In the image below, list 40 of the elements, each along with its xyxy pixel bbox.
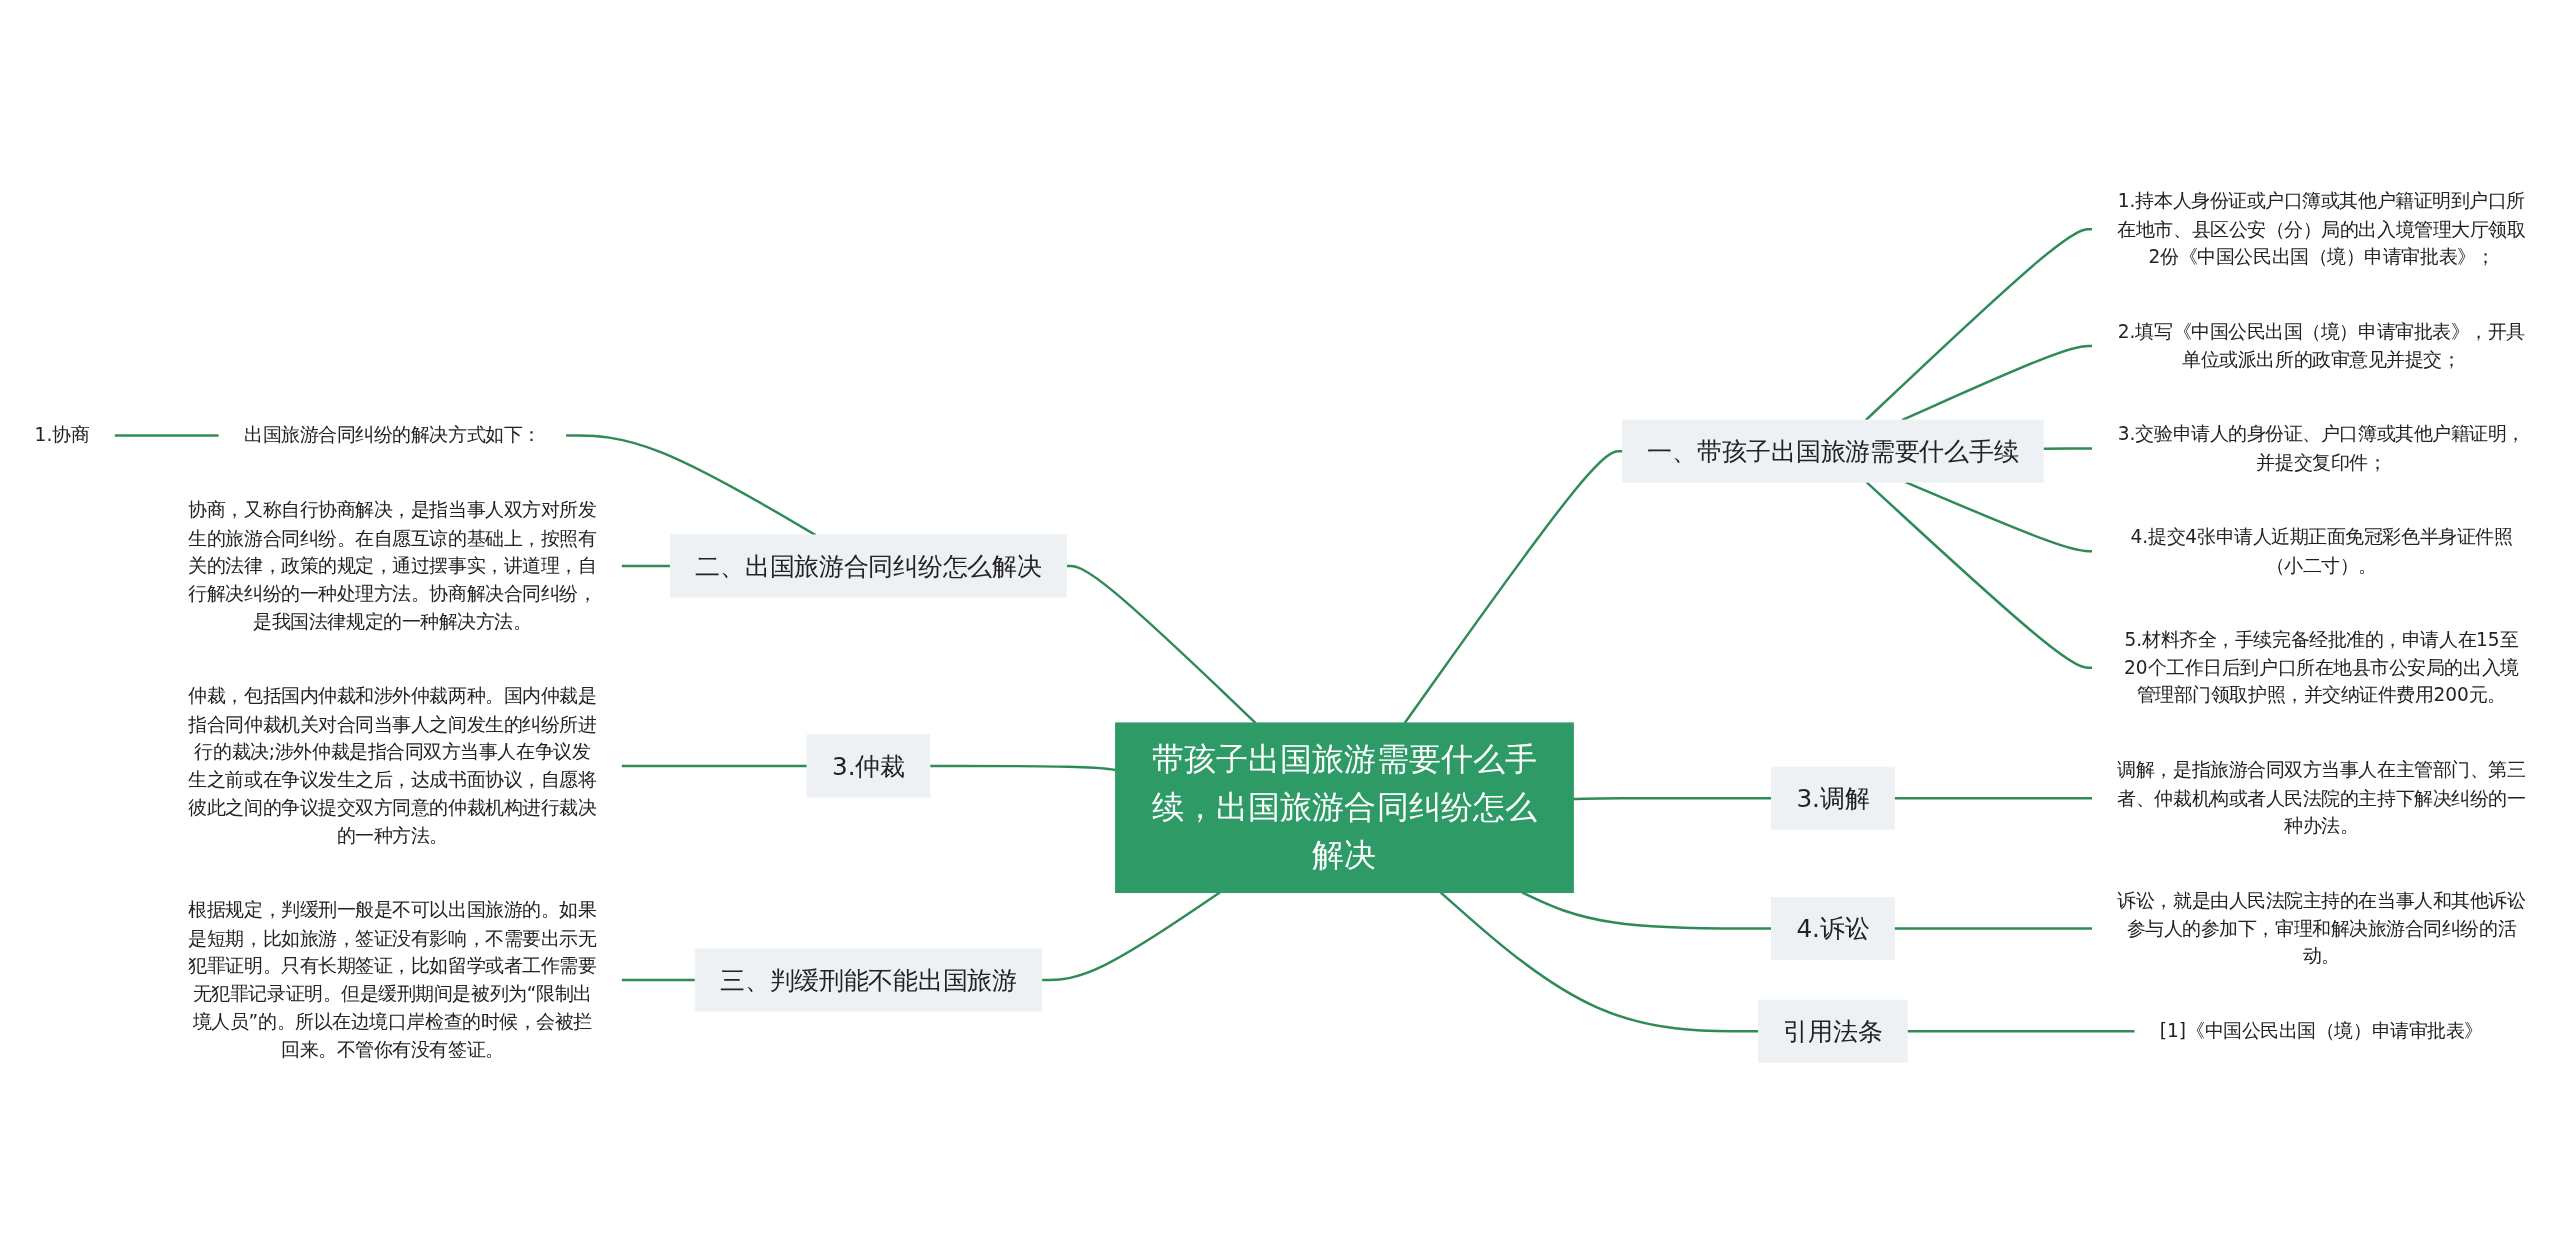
connector <box>621 978 696 982</box>
node-text: 1.持本人身份证或户口簿或其他户籍证明到户口所在地市、县区公安（分）局的出入境管理大厅领取2份《中国公民出国（境）申请审批表》； <box>2117 190 2526 268</box>
node-box: 引用法条 <box>1758 999 1908 1063</box>
node-box: 三、判缓刑能不能出国旅游 <box>694 948 1043 1012</box>
connector <box>1864 228 2093 422</box>
connector <box>1865 481 2093 669</box>
node-text: 出国旅游合同纠纷的解决方式如下： <box>243 424 541 447</box>
node-box: 3.调解 <box>1771 766 1895 830</box>
connector <box>565 434 817 537</box>
node-text: 诉讼，就是由人民法院主持的在当事人和其他诉讼参与人的参加下，审理和解决旅游合同纠纷的活动。 <box>2117 889 2526 968</box>
connector <box>1041 891 1221 982</box>
node-box: 一、带孩子出国旅游需要什么手续 <box>1622 419 2044 483</box>
node-text: [1]《中国公民出国（境）申请审批表》 <box>2159 1019 2483 1043</box>
node-box: 带孩子出国旅游需要什么手续，出国旅游合同纠纷怎么解决 <box>1115 722 1574 894</box>
connector <box>1894 927 2093 930</box>
connector <box>1901 344 2093 422</box>
node-box: 3.仲裁 <box>806 734 931 798</box>
node-text: 3.交验申请人的身份证、户口簿或其他户籍证明，并提交复印件； <box>2117 423 2525 474</box>
node-box: 二、出国旅游合同纠纷怎么解决 <box>669 534 1067 598</box>
connector <box>2043 447 2093 451</box>
connector <box>1403 449 1623 724</box>
node-text: 1.协商 <box>34 424 90 447</box>
node-text: 2.填写《中国公民出国（境）申请审批表》，开具单位或派出所的政审意见并提交； <box>2117 320 2525 371</box>
connector <box>1894 796 2093 800</box>
connector <box>114 434 220 437</box>
node-box: 4.诉讼 <box>1771 897 1895 961</box>
connector <box>1521 891 1772 930</box>
connector <box>621 764 808 768</box>
node-text: 根据规定，判缓刑一般是不可以出国旅游的。如果是短期，比如旅游，签证没有影响，不需要出示无犯罪证明。只有长期签证，比如留学或者工作需要无犯罪记录证明。但是缓刑期间是被列为“限制出境人员”的。所以在边境口岸检查的时候，会被拦回来。不管你有没有签证。 <box>188 898 597 1061</box>
node-text: 协商，又称自行协商解决，是指当事人双方对所发生的旅游合同纠纷。在自愿互谅的基础上，按照有关的法律，政策的规定，通过摆事实，讲道理，自行解决纠纷的一种处理方法。协商解决合同纠纷，是我国法律规定的一种解决方法。 <box>188 498 597 633</box>
node-text: 调解，是指旅游合同双方当事人在主管部门、第三者、仲裁机构或者人民法院的主持下解决纠纷的一种办法。 <box>2117 758 2526 837</box>
node-text: 4.提交4张申请人近期正面免冠彩色半身证件照（小二寸）。 <box>2130 525 2513 576</box>
node-text: 5.材料齐全，手续完备经批准的，申请人在15至20个工作日后到户口所在地县市公安局的出入境管理部门领取护照，并交纳证件费用200元。 <box>2124 628 2519 707</box>
connector <box>1066 564 1257 724</box>
connector <box>1439 891 1759 1033</box>
connector <box>929 764 1116 772</box>
connector <box>1573 796 1772 801</box>
connector <box>621 564 671 568</box>
connector <box>1907 1030 2136 1033</box>
node-text: 仲裁，包括国内仲裁和涉外仲裁两种。国内仲裁是指合同仲裁机关对合同当事人之间发生的纠纷所进行的裁决;涉外仲裁是指合同双方当事人在争议发生之前或在争议发生之后，达成书面协议，自愿将彼此之间的争议提交双方同意的仲裁机构进行裁决的一种方法。 <box>188 685 597 847</box>
